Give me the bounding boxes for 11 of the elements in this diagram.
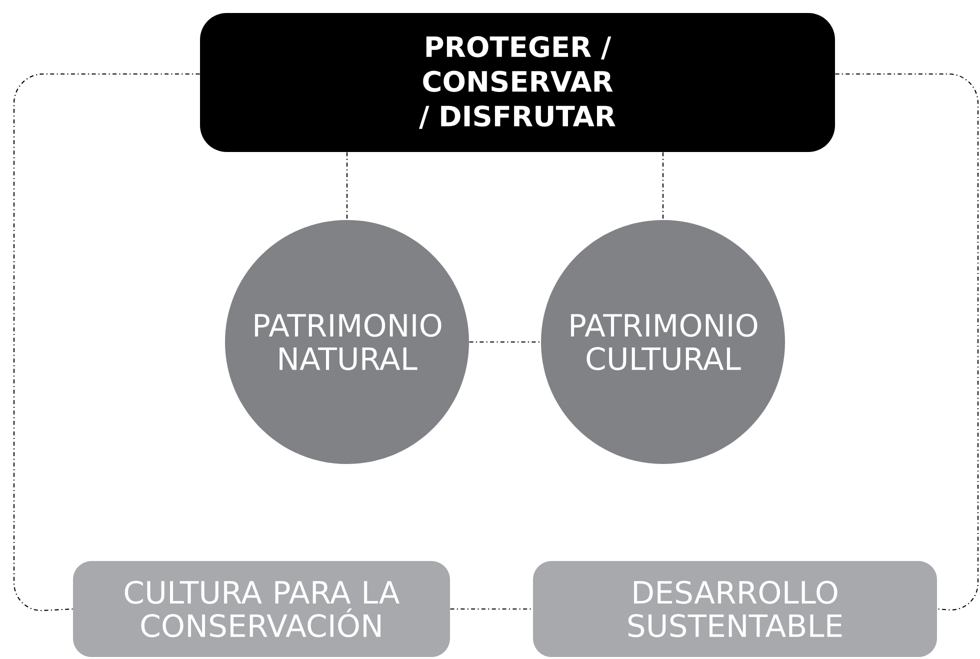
circle-node: PATRIMONIO NATURAL [225,220,469,464]
connector-line [450,608,533,610]
connector-line [662,152,664,220]
heading-box: PROTEGER / CONSERVAR / DISFRUTAR [200,13,835,152]
connector-line [346,152,348,220]
connector-line [835,73,979,610]
rounded-box: CULTURA PARA LA CONSERVACIÓN [73,561,450,657]
connector-line [469,341,541,343]
circle-node: PATRIMONIO CULTURAL [541,220,785,464]
connector-line [13,73,200,612]
rounded-box: DESARROLLO SUSTENTABLE [533,561,937,657]
